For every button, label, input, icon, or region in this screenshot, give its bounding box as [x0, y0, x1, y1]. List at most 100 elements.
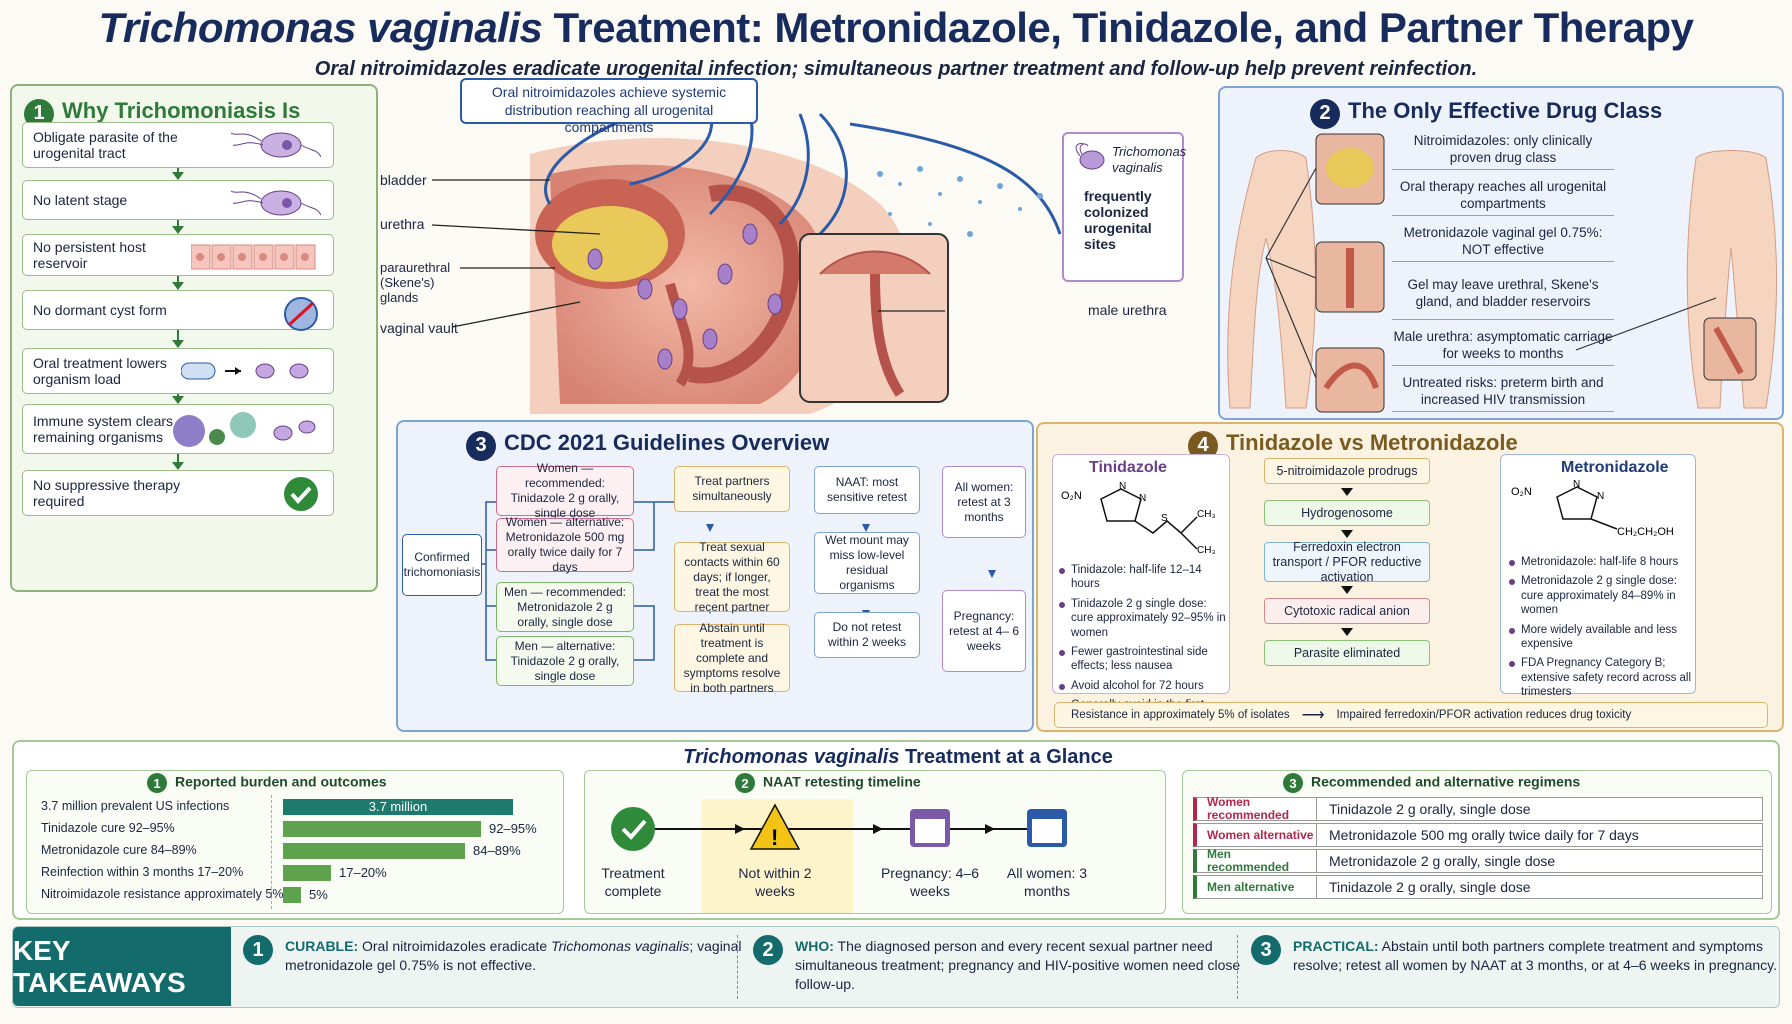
tinidazole-fact: Tinidazole 2 g single dose: cure approxi…	[1059, 597, 1229, 640]
check-icon	[611, 807, 655, 851]
no-cyst-icon	[281, 295, 321, 336]
burden-bar	[283, 821, 481, 837]
label-skene-glands: paraurethral (Skene's) glands	[380, 260, 451, 305]
tinidazole-fact: Tinidazole: half-life 12–14 hours	[1059, 563, 1229, 592]
pelvic-anatomy-svg	[431, 112, 1062, 414]
timeline-step-label: Treatment complete	[601, 865, 665, 899]
curable-item: No suppressive therapy required	[22, 470, 334, 516]
mechanism-step: 5-nitroimidazole prodrugs	[1264, 458, 1430, 484]
curable-item-label: No suppressive therapy required	[33, 476, 181, 509]
metronidazole-structure: O₂N N N CH₂CH₂OH	[1511, 479, 1674, 538]
drug-class-fact: Male urethra: asymptomatic carriage for …	[1392, 326, 1614, 366]
label-urethra: urethra	[380, 216, 425, 232]
drug-class-fact: Gel may leave urethral, Skene's gland, a…	[1392, 268, 1614, 320]
mechanism-arrow-icon	[1341, 488, 1353, 496]
mechanism-step: Hydrogenosome	[1264, 500, 1430, 526]
metronidazole-fact: More widely available and less expensive	[1509, 623, 1693, 652]
metronidazole-fact: Metronidazole: half-life 8 hours	[1509, 555, 1693, 569]
resistance-right: Impaired ferredoxin/PFOR activation redu…	[1336, 709, 1632, 721]
pill-icon	[180, 353, 321, 390]
svg-text:N: N	[1119, 481, 1126, 492]
timeline-step-label: Not within 2 weeks	[738, 865, 812, 899]
burden-bar: 3.7 million	[283, 799, 513, 815]
page-subtitle: Oral nitroimidazoles eradicate urogenita…	[314, 58, 1478, 80]
curable-item: Immune system clears remaining organisms	[22, 404, 334, 454]
cells-icon	[190, 239, 321, 276]
svg-text:N: N	[1139, 493, 1146, 504]
retest-step: Wet mount may miss low-level residual or…	[814, 532, 920, 594]
tinidazole-fact: Avoid alcohol for 72 hours	[1059, 679, 1229, 693]
curable-item: No latent stage	[22, 180, 334, 220]
flow-arrow-icon	[172, 462, 184, 470]
confirmed-trichomoniasis: Confirmed trichomoniasis	[402, 534, 482, 596]
partner-step: Treat partners simultaneously	[674, 466, 790, 512]
tinidazole-structure: O₂N N N S CH₃ CH₃	[1061, 481, 1216, 556]
tinidazole-name: Tinidazole	[1089, 459, 1167, 476]
warning-icon	[749, 803, 801, 850]
curable-item-label: Oral treatment lowers organism load	[33, 354, 167, 387]
mechanism-arrow-icon	[1341, 586, 1353, 594]
takeaway-text: WHO: The diagnosed person and every rece…	[795, 938, 1241, 992]
flow-arrow-icon	[172, 340, 184, 348]
takeaway-divider	[737, 935, 738, 999]
burden-bar	[283, 865, 331, 881]
timeline-svg: !	[611, 803, 1067, 851]
legend-text: frequently colonized urogenital sites	[1084, 188, 1152, 253]
flow-connector	[177, 168, 179, 172]
legend-species: Trichomonas vaginalis	[1112, 144, 1187, 175]
regimen-text: Tinidazole 2 g orally, single dose	[1329, 879, 1531, 895]
flow-connector	[177, 394, 179, 396]
svg-text:O₂N: O₂N	[1061, 490, 1082, 502]
burden-bar-value: 17–20%	[339, 865, 387, 880]
regimen-text: Metronidazole 500 mg orally twice daily …	[1329, 827, 1639, 843]
regimen-box: Women — recommended: Tinidazole 2 g oral…	[496, 461, 634, 520]
parasite-icon	[230, 185, 322, 222]
urethra-shape	[665, 282, 694, 387]
inset-skene	[1315, 347, 1385, 413]
regimen-box: Men — alternative: Tinidazole 2 g orally…	[496, 636, 634, 686]
flow-connector	[177, 276, 179, 282]
burden-row-label: Tinidazole cure 92–95%	[41, 821, 175, 835]
burden-row-label: Metronidazole cure 84–89%	[41, 843, 197, 857]
burden-divider	[271, 795, 272, 909]
male-urethra-shape	[870, 273, 905, 397]
tinidazole-fact: Fewer gastrointestinal side effects; les…	[1059, 645, 1229, 674]
metronidazole-fact: FDA Pregnancy Category B; extensive safe…	[1509, 656, 1693, 699]
bladder-urine	[552, 206, 668, 282]
svg-text:CH₃: CH₃	[1197, 545, 1216, 556]
metronidazole-card: Metronidazole O₂N N N CH₂CH₂OH Metronida…	[1500, 454, 1696, 717]
svg-text:CH₃: CH₃	[1197, 509, 1216, 520]
drug-class-fact: Oral therapy reaches all urogenital comp…	[1392, 176, 1614, 216]
drug-class-fact: Metronidazole vaginal gel 0.75%: NOT eff…	[1392, 222, 1614, 262]
mechanism-arrow-icon	[1341, 530, 1353, 538]
drug-class-fact: Nitroimidazoles: only clinically proven …	[1392, 130, 1614, 170]
curable-item-label: Obligate parasite of the urogenital trac…	[33, 128, 178, 161]
curable-item-label: Immune system clears remaining organisms	[33, 412, 174, 445]
metronidazole-fact: Metronidazole 2 g single dose: cure appr…	[1509, 574, 1693, 617]
retest-step: NAAT: most sensitive retest	[814, 466, 920, 514]
trichomonas-icon	[1075, 143, 1105, 170]
burden-row-label: 3.7 million prevalent US infections	[41, 799, 230, 813]
svg-text:CH₂CH₂OH: CH₂CH₂OH	[1617, 526, 1674, 538]
vaginal-canal-shape	[688, 184, 800, 384]
flow-arrow-icon	[172, 226, 184, 234]
takeaway-text: CURABLE: Oral nitroimidazoles eradicate …	[285, 938, 742, 973]
label-bladder: bladder	[380, 172, 427, 188]
parasite-markers	[587, 223, 783, 370]
regimen-group: Women alternative	[1197, 824, 1317, 846]
panel-at-a-glance: Trichomonas vaginalis Treatment at a Gla…	[12, 740, 1780, 920]
burden-bar	[283, 843, 465, 859]
